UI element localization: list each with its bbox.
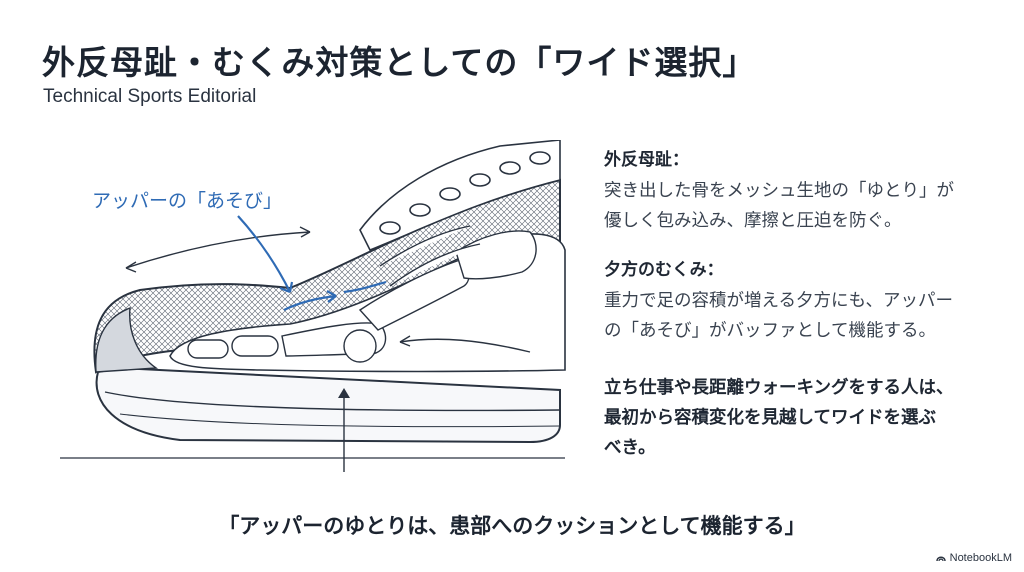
recommendation-line-2: 最初から容積変化を見越してワイドを選ぶ — [604, 408, 936, 428]
pressure-arrow-head — [338, 388, 350, 398]
shoe-illustration — [60, 140, 566, 472]
play-callout-label: アッパーの「あそび」 — [92, 190, 283, 212]
brand-label: NotebookLM — [949, 552, 1012, 564]
bottom-quote: 「アッパーのゆとりは、患部へのクッションとして機能する」 — [218, 514, 806, 538]
notebooklm-logo-icon — [935, 556, 946, 562]
shoe-laces — [379, 151, 551, 235]
swelling-block: 夕方のむくみ： 重力で足の容積が増える夕方にも、アッパー の「あそび」がバッファ… — [604, 255, 953, 346]
hallux-text-line-1: 突き出した骨をメッシュ生地の「ゆとり」が — [604, 181, 954, 201]
swelling-text-line-2: の「あそび」がバッファとして機能する。 — [604, 321, 936, 341]
toe-cap — [95, 306, 159, 373]
swelling-text-line-1: 重力で足の容積が増える夕方にも、アッパー — [604, 291, 953, 311]
foot-bones — [187, 225, 537, 363]
motion-arrows — [125, 226, 531, 353]
page-subtitle: Technical Sports Editorial — [43, 86, 257, 107]
brand-watermark: NotebookLM — [935, 552, 1012, 564]
hallux-heading: 外反母趾： — [604, 150, 689, 170]
hallux-block: 外反母趾： 突き出した骨をメッシュ生地の「ゆとり」が 優しく包み込み、摩擦と圧迫… — [604, 145, 954, 236]
recommendation-line-3: べき。 — [604, 438, 656, 458]
recommendation-line-1: 立ち仕事や長距離ウォーキングをする人は、 — [604, 378, 954, 398]
midsole-line — [104, 391, 561, 412]
play-arrows — [237, 215, 387, 311]
shoe-outsole — [95, 366, 561, 444]
recommendation-block: 立ち仕事や長距離ウォーキングをする人は、 最初から容積変化を見越してワイドを選ぶ… — [604, 373, 1004, 463]
hallux-text-line-2: 優しく包み込み、摩擦と圧迫を防ぐ。 — [604, 211, 902, 231]
page-title: 外反母趾・むくみ対策としての「ワイド選択」 — [42, 43, 757, 82]
midsole-line-2 — [119, 413, 561, 428]
swelling-heading: 夕方のむくみ： — [604, 260, 724, 280]
